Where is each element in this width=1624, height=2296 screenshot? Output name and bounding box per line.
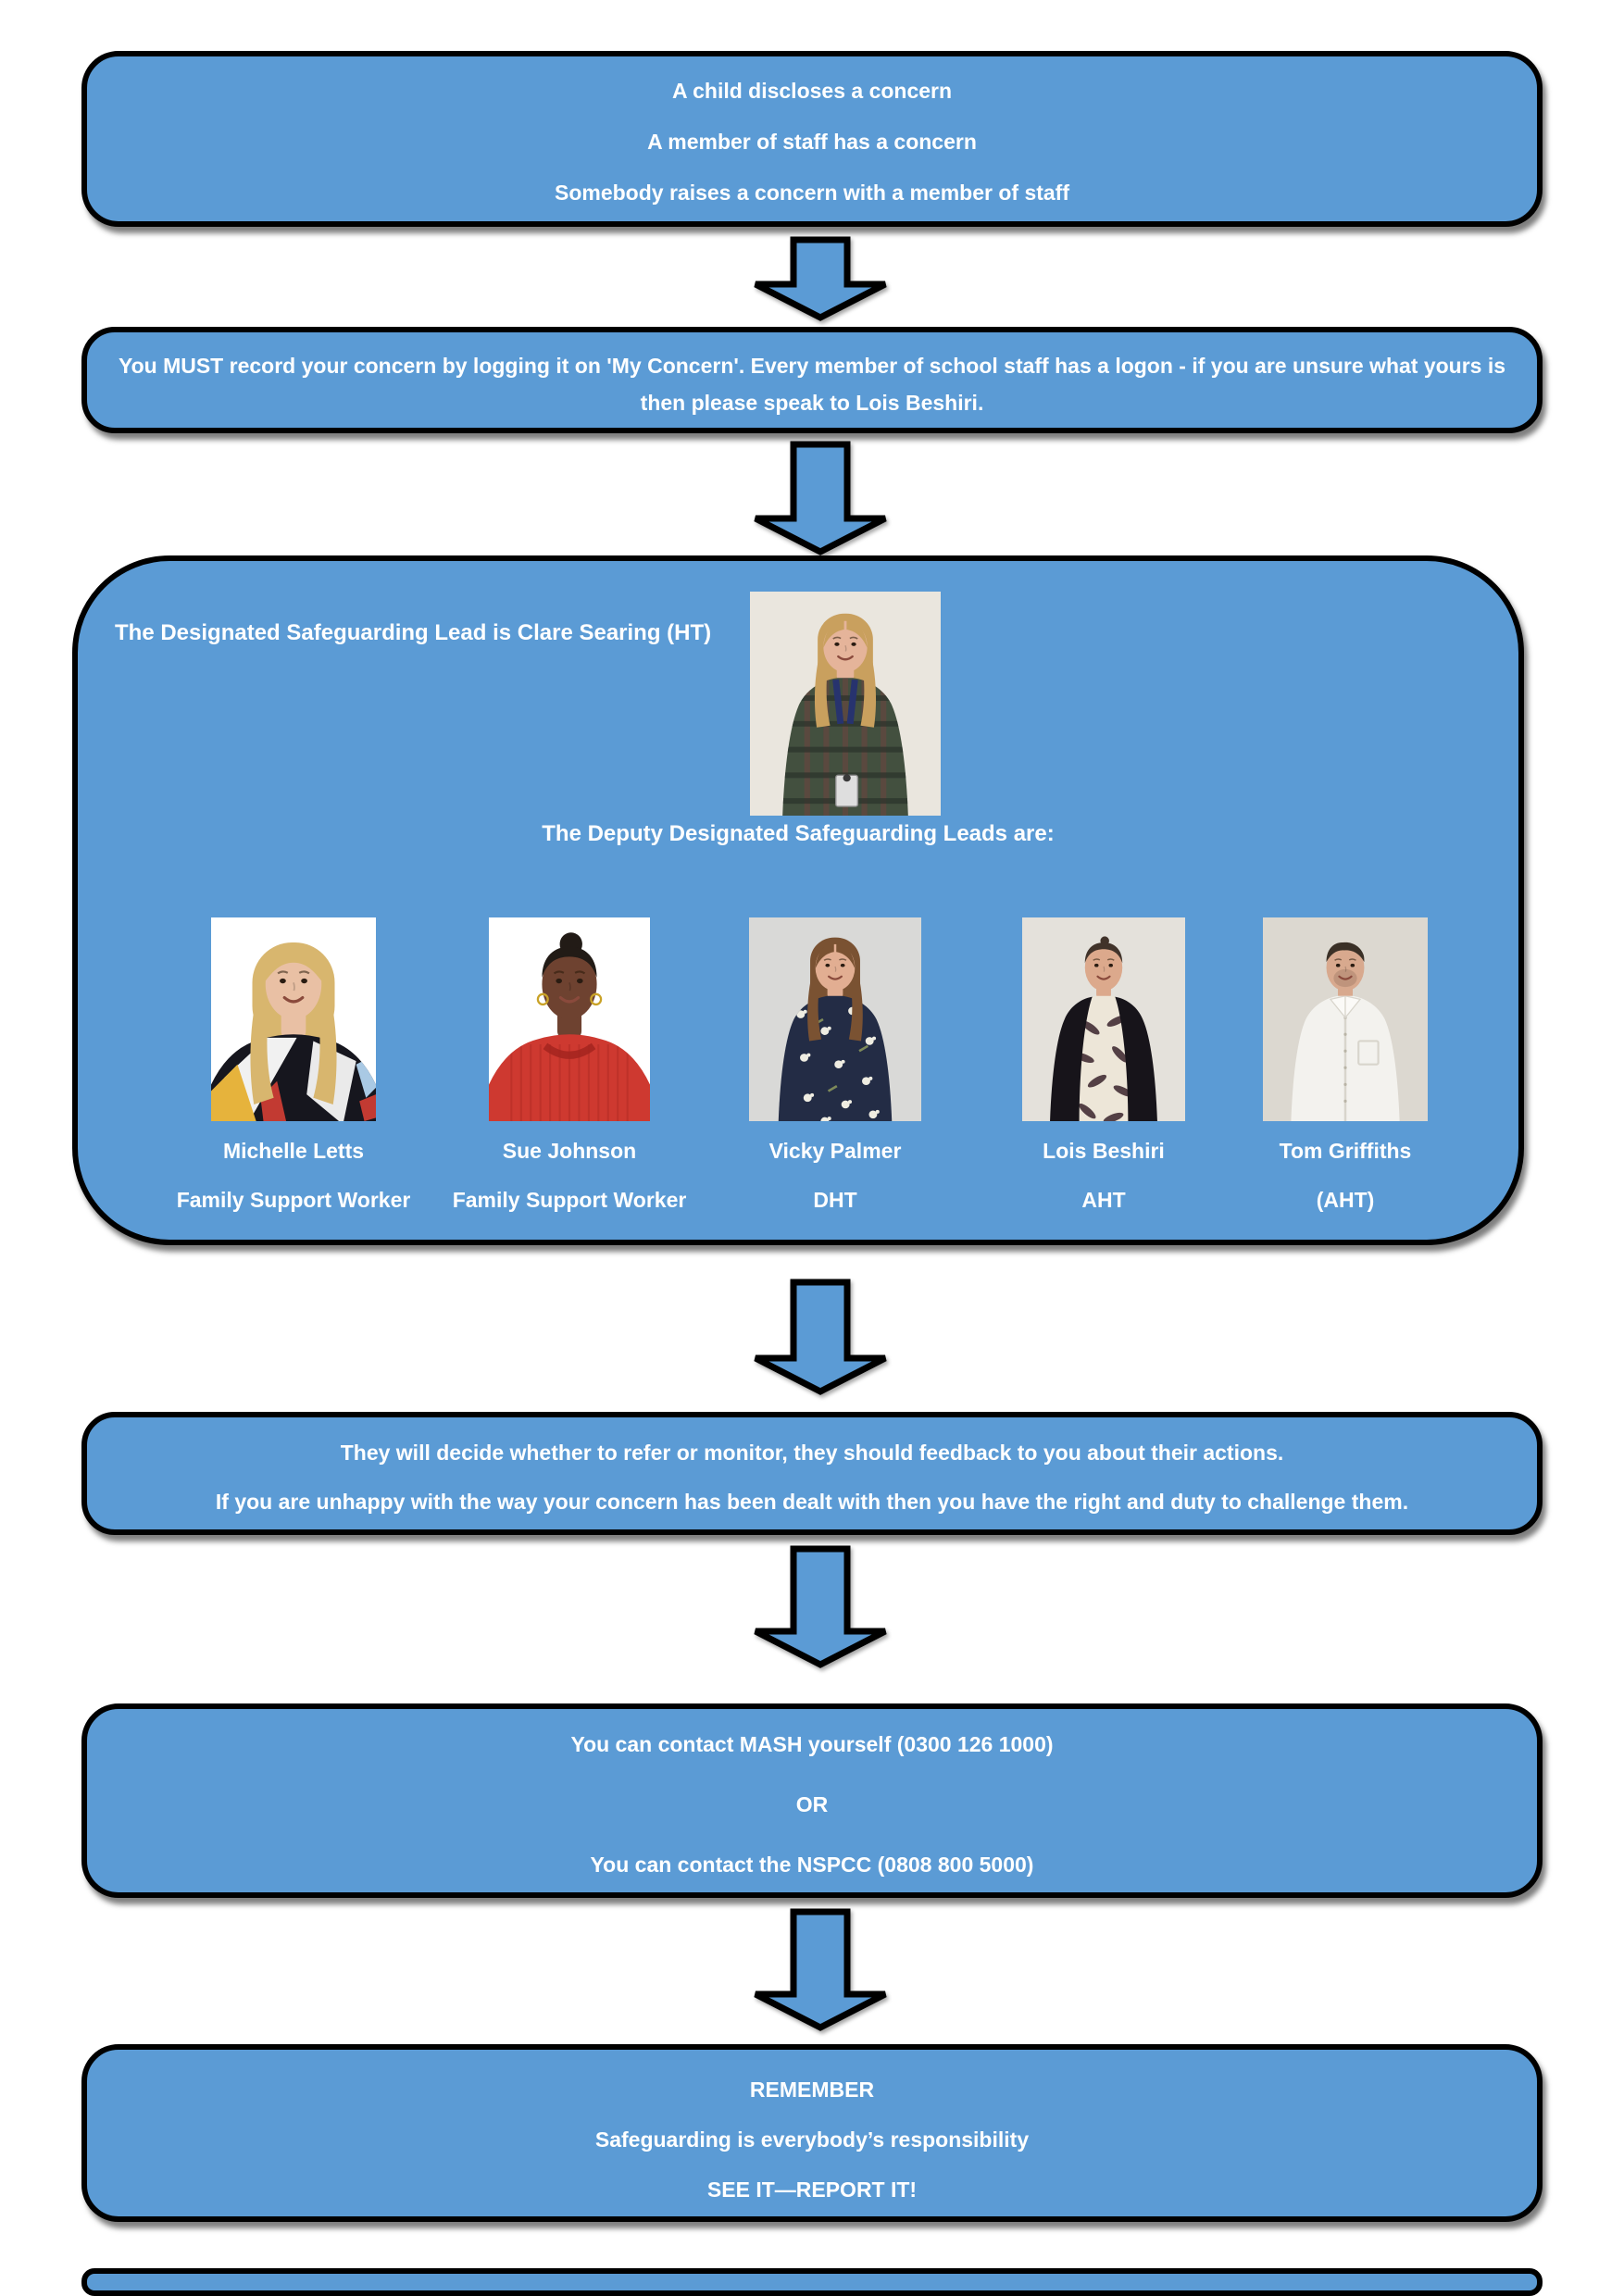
- decide-line-1: They will decide whether to refer or mon…: [340, 1441, 1284, 1465]
- flow-box-safeguarding-team: The Designated Safeguarding Lead is Clar…: [72, 555, 1524, 1245]
- photo-sue-johnson: [489, 917, 650, 1121]
- concern-line-3: Somebody raises a concern with a member …: [555, 181, 1069, 205]
- contact-nspcc-line: You can contact the NSPCC (0808 800 5000…: [590, 1853, 1034, 1877]
- down-arrow-icon: [754, 236, 887, 321]
- photo-lois-beshiri: [1022, 917, 1185, 1121]
- down-arrow-icon: [754, 1279, 887, 1395]
- deputy-leads-heading: The Deputy Designated Safeguarding Leads…: [542, 821, 1055, 846]
- concern-line-2: A member of staff has a concern: [647, 130, 977, 154]
- remember-line-3: SEE IT—REPORT IT!: [706, 2177, 918, 2202]
- deputy-name: Vicky Palmer: [768, 1139, 902, 1163]
- down-arrow-icon: [754, 1908, 887, 2031]
- remember-line-1: REMEMBER: [749, 2078, 875, 2102]
- record-concern-text: You MUST record your concern by logging …: [118, 354, 1506, 415]
- deputy-card-sue-johnson: Sue Johnson Family Support Worker: [453, 917, 686, 1214]
- flow-box-refer-or-monitor: They will decide whether to refer or mon…: [81, 1412, 1543, 1535]
- flow-box-record-concern: You MUST record your concern by logging …: [81, 327, 1543, 433]
- photo-tom-griffiths: [1263, 917, 1428, 1121]
- deputy-card-lois-beshiri: Lois Beshiri AHT: [1022, 917, 1185, 1214]
- flow-box-remember: REMEMBER Safeguarding is everybody’s res…: [81, 2044, 1543, 2222]
- contact-or-line: OR: [795, 1792, 829, 1816]
- decide-line-2: If you are unhappy with the way your con…: [215, 1490, 1409, 1514]
- flow-box-concern-raised: A child discloses a concern A member of …: [81, 51, 1543, 227]
- deputy-card-vicky-palmer: Vicky Palmer DHT: [749, 917, 921, 1214]
- flow-box-contact-numbers: You can contact MASH yourself (0300 126 …: [81, 1703, 1543, 1898]
- contact-mash-line: You can contact MASH yourself (0300 126 …: [570, 1732, 1054, 1756]
- deputy-role: AHT: [1081, 1188, 1126, 1212]
- photo-michelle-letts: [211, 917, 376, 1121]
- photo-vicky-palmer: [749, 917, 921, 1121]
- deputy-card-tom-griffiths: Tom Griffiths (AHT): [1263, 917, 1428, 1214]
- deputy-name: Michelle Letts: [222, 1139, 365, 1163]
- deputy-name: Tom Griffiths: [1279, 1139, 1412, 1163]
- deputy-name: Sue Johnson: [502, 1139, 637, 1163]
- deputy-role: DHT: [813, 1188, 857, 1212]
- continuation-box-edge: [81, 2268, 1543, 2296]
- photo-clare-searing: [750, 592, 941, 816]
- designated-lead-heading: The Designated Safeguarding Lead is Clar…: [115, 620, 712, 645]
- deputy-card-michelle-letts: Michelle Letts Family Support Worker: [177, 917, 410, 1214]
- down-arrow-icon: [754, 1545, 887, 1668]
- deputy-role: (AHT): [1316, 1188, 1375, 1212]
- down-arrow-icon: [754, 441, 887, 555]
- deputy-role: Family Support Worker: [176, 1188, 411, 1212]
- deputy-name: Lois Beshiri: [1043, 1139, 1165, 1163]
- concern-line-1: A child discloses a concern: [671, 79, 953, 103]
- remember-line-2: Safeguarding is everybody’s responsibili…: [594, 2128, 1030, 2152]
- deputy-role: Family Support Worker: [452, 1188, 687, 1212]
